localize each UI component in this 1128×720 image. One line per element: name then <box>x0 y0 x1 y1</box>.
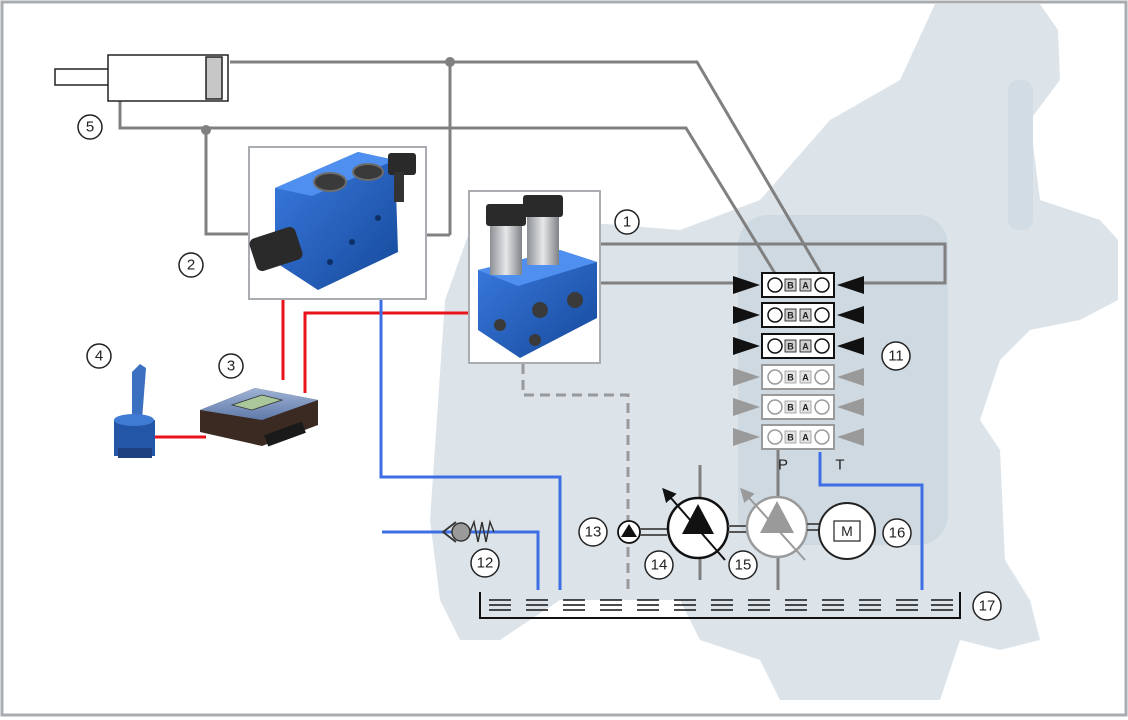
svg-text:5: 5 <box>86 119 94 136</box>
valve-section-3: B A <box>733 333 864 359</box>
callout-12: 12 <box>470 548 500 578</box>
svg-text:12: 12 <box>477 555 494 572</box>
valve-section-2: B A <box>733 302 864 328</box>
port-t-label: T <box>835 457 844 474</box>
port-b-label: B <box>787 281 794 291</box>
tank <box>479 592 961 619</box>
svg-text:3: 3 <box>227 358 235 375</box>
valve-section-1: B A <box>733 272 864 298</box>
port-a-label: A <box>802 433 809 443</box>
hydraulic-cylinder <box>54 54 229 102</box>
svg-text:17: 17 <box>979 598 996 615</box>
port-b-label: B <box>787 311 794 321</box>
port-a-label: A <box>802 373 809 383</box>
variable-pump <box>662 487 748 561</box>
callout-11: 11 <box>881 341 911 371</box>
svg-text:2: 2 <box>187 257 195 274</box>
motor-symbol: M <box>841 523 853 539</box>
callout-2: 2 <box>178 252 204 278</box>
port-b-label: B <box>787 342 794 352</box>
callout-15: 15 <box>728 550 758 580</box>
port-a-label: A <box>802 342 809 352</box>
valve-section-5: B A <box>733 394 864 420</box>
port-a-label: A <box>802 281 809 291</box>
auxiliary-pump <box>617 520 667 544</box>
junction-dot <box>445 57 455 67</box>
callout-14: 14 <box>644 550 674 580</box>
port-b-label: B <box>787 373 794 383</box>
svg-text:15: 15 <box>735 557 752 574</box>
port-b-label: B <box>787 403 794 413</box>
pilot-line <box>521 364 630 592</box>
svg-text:11: 11 <box>888 348 904 365</box>
port-p-label: P <box>778 457 788 474</box>
callout-1: 1 <box>614 209 640 235</box>
svg-text:14: 14 <box>651 557 668 574</box>
port-a-label: A <box>802 403 809 413</box>
callout-17: 17 <box>972 591 1002 621</box>
callout-16: 16 <box>882 518 912 548</box>
directional-valve <box>248 146 427 300</box>
callout-13: 13 <box>578 517 608 547</box>
svg-text:4: 4 <box>95 348 103 365</box>
electronic-controller <box>200 388 318 447</box>
callout-3: 3 <box>218 353 244 379</box>
electric-lines <box>155 300 470 439</box>
proportional-valve <box>468 190 601 364</box>
pressure-lines <box>118 60 947 590</box>
callout-4: 4 <box>86 343 112 369</box>
adjust-arrow <box>662 487 726 561</box>
return-lines <box>379 300 924 590</box>
joystick <box>114 364 155 458</box>
electric-motor: M <box>818 502 876 560</box>
valve-section-6: B A <box>733 424 864 450</box>
svg-text:1: 1 <box>623 214 631 231</box>
svg-text:16: 16 <box>889 525 906 542</box>
svg-text:13: 13 <box>585 524 602 541</box>
port-a-label: A <box>802 311 809 321</box>
main-pump <box>740 487 819 561</box>
callout-5: 5 <box>77 114 103 140</box>
valve-section-4: B A <box>733 364 864 390</box>
port-b-label: B <box>787 433 794 443</box>
valve-bank: B A B A B A <box>733 272 864 450</box>
check-valve <box>441 519 495 543</box>
junction-dot <box>201 125 211 135</box>
